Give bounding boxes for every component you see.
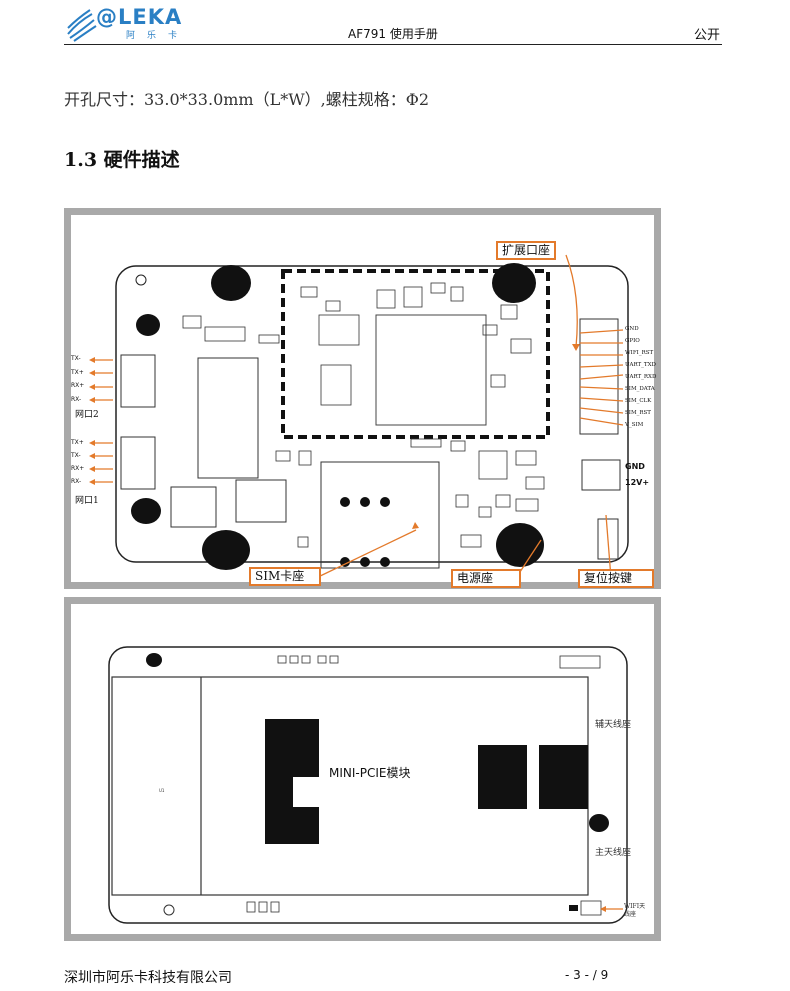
expansion-pin: SIM_CLK	[625, 398, 652, 404]
board-bottom-figure: U1 MINI-PCIE模块 辅天线座 主天线座 WIFI天线座	[64, 597, 661, 941]
mini-pcie-label: MINI-PCIE模块	[329, 766, 411, 780]
expansion-callout: 扩展口座	[496, 241, 557, 260]
expansion-pin: SIM_RST	[625, 410, 651, 416]
section-heading: 1.3 硬件描述	[64, 149, 180, 171]
expansion-pin: SIM_DATA	[625, 386, 655, 392]
expansion-pin-list: GND GPIO WIFI_RST UART_TXD UART_RXD SIM_…	[625, 323, 657, 431]
aux-antenna-label: 辅天线座	[595, 720, 632, 730]
port2-label: 网口2	[75, 410, 99, 420]
expansion-pin: V_SIM	[625, 422, 644, 428]
port1-pin: RX+	[71, 465, 85, 472]
logo-wordmark: @LEKA	[96, 5, 183, 29]
port1-pin: TX-	[71, 452, 81, 459]
port2-pin-list: TX- TX+ RX+ RX-	[71, 352, 91, 406]
expansion-pin: UART_RXD	[625, 374, 657, 380]
board-top-figure: TX- TX+ RX+ RX- 网口2 TX+ TX- RX+ RX- 网口1 …	[64, 208, 661, 589]
svg-text:U1: U1	[159, 788, 165, 793]
reset-callout: 复位按键	[578, 569, 654, 588]
port1-pin: RX-	[71, 478, 82, 485]
power-callout: 电源座	[451, 569, 521, 588]
wifi-antenna-label: WIFI天线座	[624, 903, 646, 918]
port1-pin: TX+	[71, 439, 84, 446]
port2-pin: TX-	[71, 355, 81, 362]
port2-pin: RX+	[71, 382, 85, 389]
port1-label: 网口1	[75, 496, 99, 506]
expansion-pin: WIFI_RST	[625, 350, 654, 356]
power-pin: GND	[625, 462, 645, 471]
company-logo	[67, 9, 97, 42]
power-pin: 12V+	[625, 478, 650, 487]
expansion-pin: GPIO	[625, 338, 640, 344]
board-bottom-drawing: U1	[108, 646, 628, 924]
main-antenna-label: 主天线座	[595, 848, 632, 858]
header-divider	[64, 44, 722, 45]
port2-pin: RX-	[71, 395, 82, 403]
document-title: AF791 使用手册	[348, 27, 438, 41]
logo-subtext: 阿乐卡	[126, 31, 190, 41]
mounting-spec-paragraph: 开孔尺寸：33.0*33.0mm（L*W）,螺柱规格：Φ2	[64, 90, 430, 109]
footer-company: 深圳市阿乐卡科技有限公司	[64, 970, 232, 986]
port1-pin-list: TX+ TX- RX+ RX-	[71, 436, 91, 488]
power-pin-list: GND 12V+	[625, 459, 649, 491]
page-number: - 3 - / 9	[565, 968, 609, 982]
board-top-drawing	[89, 254, 629, 579]
port2-pin: TX+	[71, 368, 84, 376]
expansion-pin: UART_TXD	[625, 362, 656, 368]
sim-callout: SIM卡座	[249, 567, 321, 586]
classification-label: 公开	[694, 28, 721, 43]
expansion-pin: GND	[625, 326, 639, 332]
